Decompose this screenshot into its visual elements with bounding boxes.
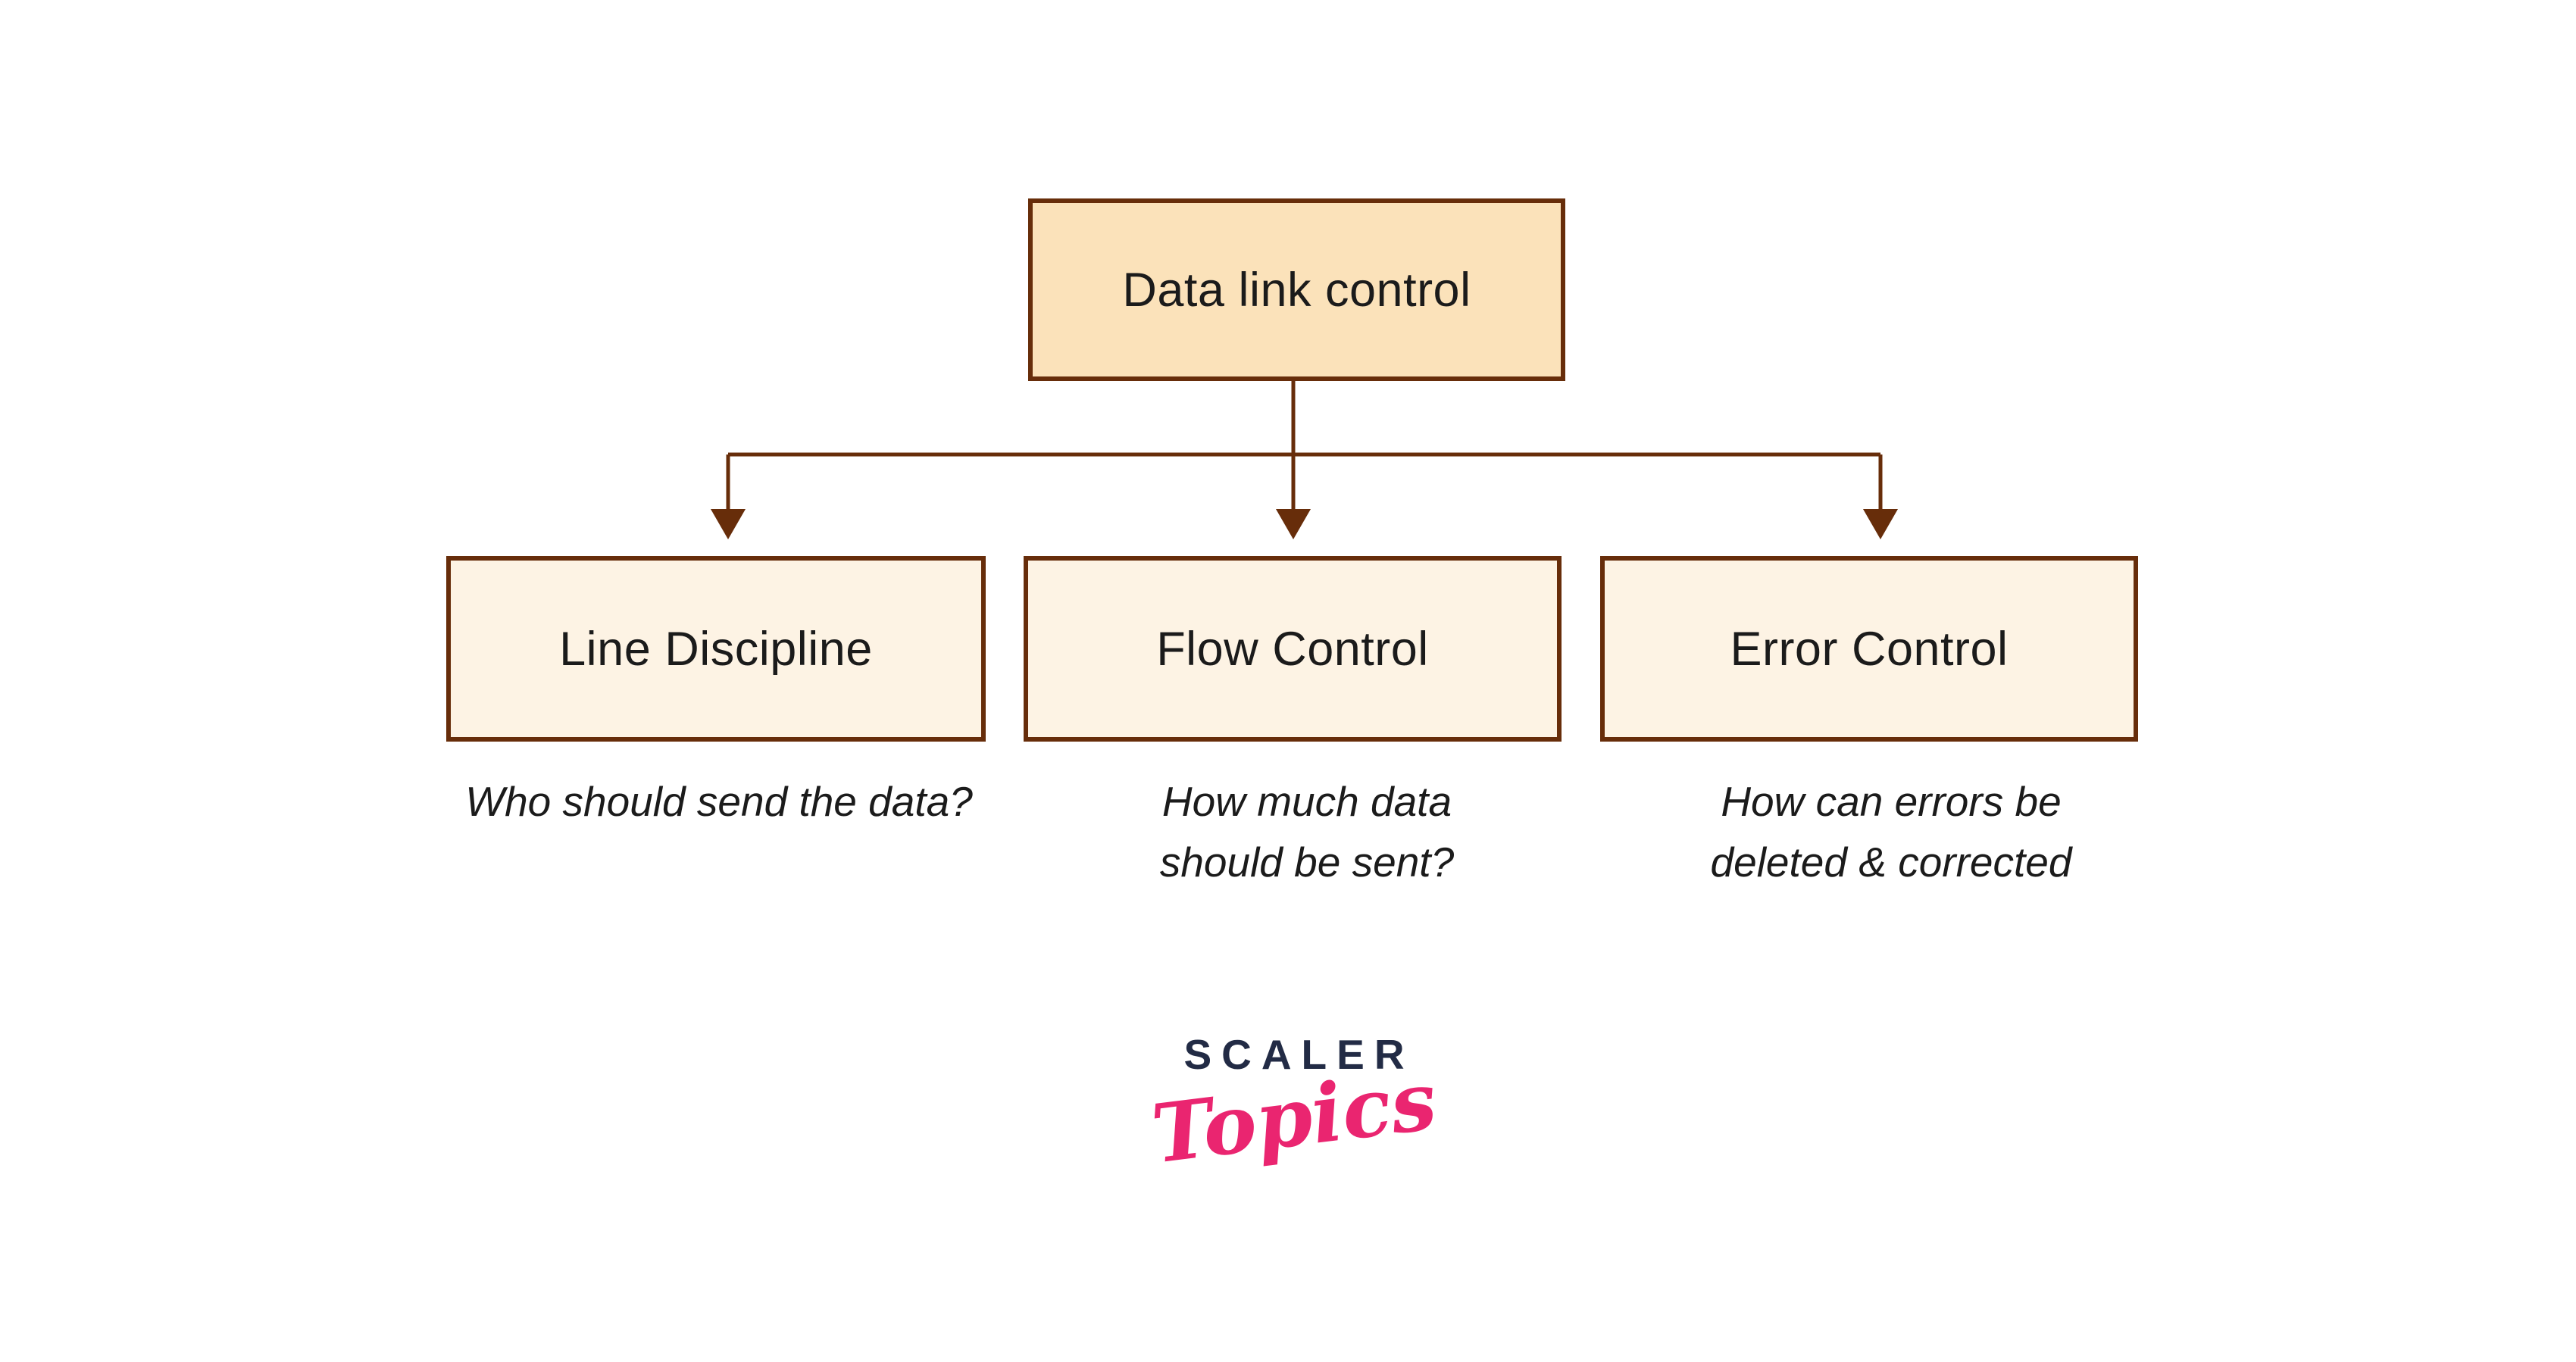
arrow-down-icon (711, 509, 746, 539)
node-error-control: Error Control (1600, 556, 2138, 742)
description-line: How much data (1161, 778, 1452, 825)
scaler-topics-logo: SCALER Topics (1067, 1030, 1521, 1181)
description-error-control: How can errors be deleted & corrected (1550, 771, 2232, 892)
node-label: Line Discipline (559, 622, 873, 676)
description-line-discipline: Who should send the data? (378, 771, 1060, 832)
description-line: should be sent? (1159, 839, 1455, 886)
description-line: Who should send the data? (465, 778, 973, 825)
node-data-link-control: Data link control (1028, 198, 1565, 381)
node-label: Error Control (1730, 622, 2009, 676)
arrow-down-icon (1276, 509, 1311, 539)
description-line: deleted & corrected (1710, 839, 2072, 886)
logo-brand-text: SCALER (1183, 1031, 1415, 1078)
description-line: How can errors be (1721, 778, 2062, 825)
arrow-down-icon (1863, 509, 1898, 539)
description-flow-control: How much data should be sent? (966, 771, 1648, 892)
node-label: Data link control (1122, 263, 1471, 317)
node-label: Flow Control (1156, 622, 1429, 676)
node-line-discipline: Line Discipline (446, 556, 986, 742)
node-flow-control: Flow Control (1024, 556, 1562, 742)
